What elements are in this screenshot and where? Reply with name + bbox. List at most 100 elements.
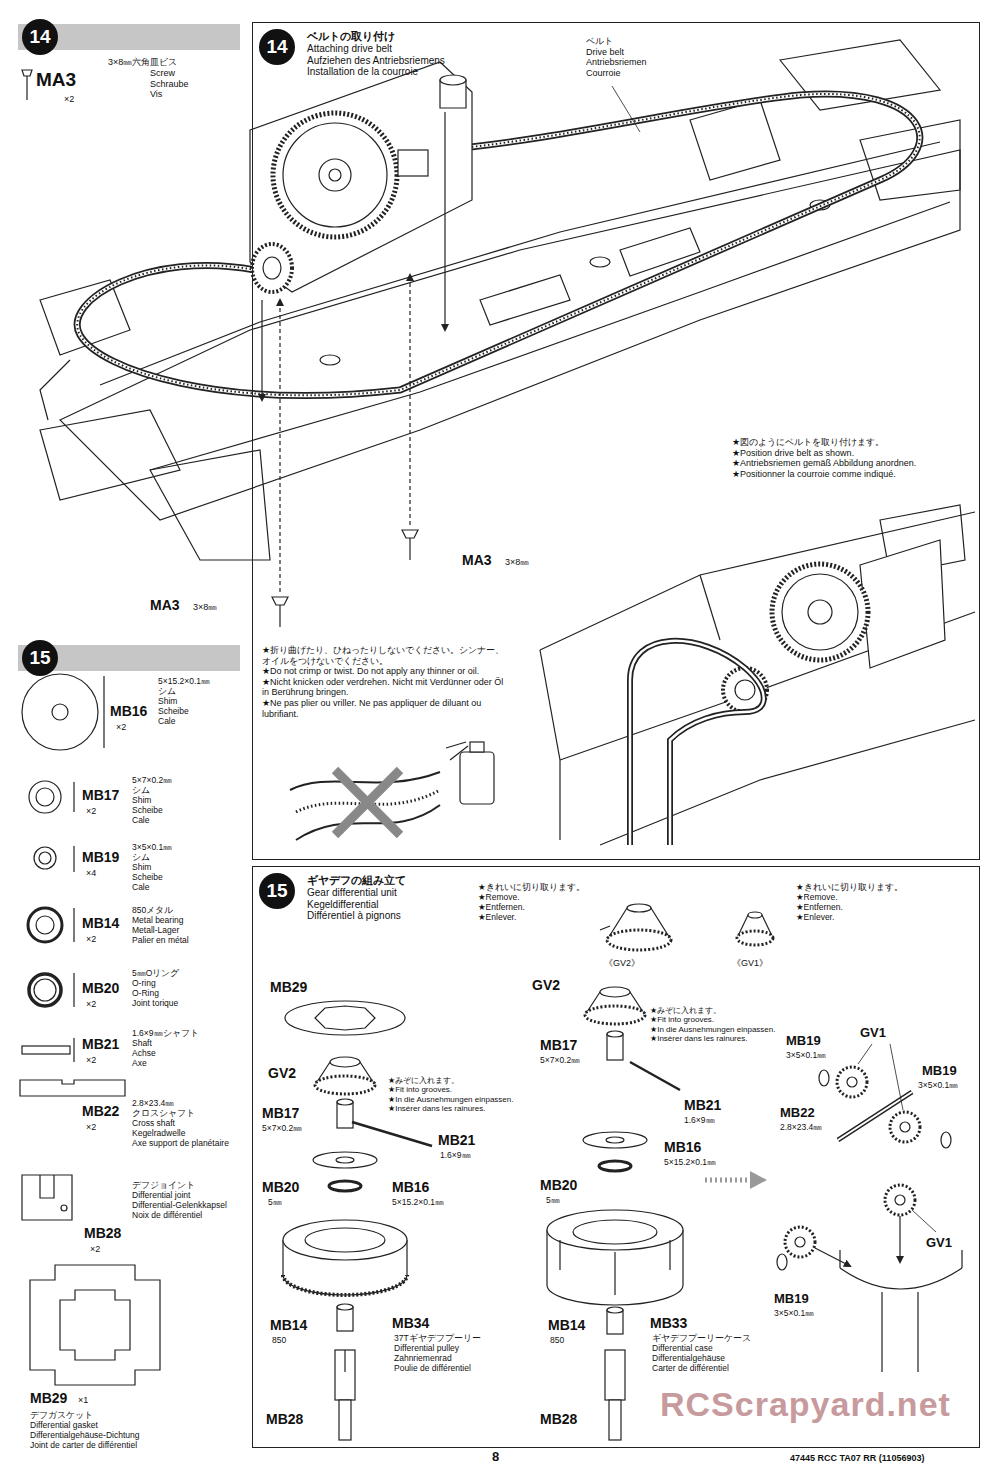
parts-icons-part <box>73 973 74 1007</box>
gearbox-drawing-part <box>398 150 428 176</box>
warning-icon-part <box>460 752 494 804</box>
closeup-drawing-part <box>700 575 720 640</box>
annotation-text: ★きれいに切り取ります。 <box>478 882 585 892</box>
assembly-arrows-part <box>261 300 262 400</box>
closeup-drawing-part <box>808 600 832 624</box>
step-number: 15 <box>22 640 58 676</box>
assembly-arrows-part <box>279 300 280 592</box>
closeup-drawing-part <box>630 641 764 845</box>
label-group: ×2 <box>90 1244 120 1255</box>
annotation-text: Joint torique <box>132 998 178 1008</box>
closeup-drawing-part <box>540 650 560 760</box>
annotation-text: 5×15.2×0.1㎜ <box>664 1157 716 1167</box>
annotation-text: 5×15.2×0.1㎜ <box>392 1197 444 1207</box>
annotation-text: ★Position drive belt as shown. <box>732 448 854 459</box>
drive-belt <box>77 86 920 395</box>
annotation-text: Scheibe <box>132 805 163 815</box>
annotation-text: 850 <box>272 1335 286 1345</box>
annotation-text: 《GV1》 <box>732 958 768 969</box>
gearbox-drawing-part <box>252 244 292 292</box>
part-code: MB17 <box>82 788 119 803</box>
annotation-text: 1.6×9㎜ <box>684 1115 715 1125</box>
diff-pulley-assembly-part <box>305 1228 385 1252</box>
chassis-drawing-part <box>620 228 700 276</box>
diff-pulley-assembly-part <box>337 1102 353 1128</box>
annotation-text: Differential joint <box>132 1190 190 1200</box>
screw-symbol-part <box>26 76 27 100</box>
planet-gear-assembly-part <box>890 1044 903 1110</box>
watermark: RCScrapyard.net <box>660 1384 951 1424</box>
label-group: デフジョイントDifferential jointDifferential-Ge… <box>132 1180 240 1220</box>
annotation-text: ×2 <box>64 94 74 105</box>
diff-case-assembly-part <box>607 1307 623 1313</box>
diff-pulley-assembly-part <box>315 1076 375 1094</box>
gear-runner-drawing-part <box>600 926 610 930</box>
annotation-text: ★Nicht knicken oder verdrehen. Nicht mit… <box>262 677 512 698</box>
diff-pulley-assembly <box>283 1001 432 1440</box>
label-group: ★きれいに切り取ります。★Remove.★Entfernen.★Enlever. <box>478 882 598 922</box>
step-number: 15 <box>259 873 295 909</box>
annotation-text: Schraube <box>150 79 189 90</box>
annotation-text: Noix de différentiel <box>132 1210 202 1220</box>
planet-gear-assembly-part <box>912 1210 936 1232</box>
label-group: MB16 <box>110 704 160 719</box>
annotation-text: ×4 <box>86 868 96 879</box>
annotation-text: Scheibe <box>158 706 189 716</box>
part-code: MB19 <box>82 850 119 865</box>
gear-runner-drawing-part <box>748 912 762 918</box>
part-code: GV2 <box>268 1066 296 1081</box>
annotation-text: 850 <box>550 1335 564 1345</box>
diff-case-assembly-part <box>630 1062 680 1090</box>
planet-gear-assembly <box>777 1044 962 1372</box>
annotation-text: 5㎜ <box>268 1197 282 1207</box>
annotation-text: 5×7×0.2㎜ <box>540 1055 580 1065</box>
closeup-drawing-part <box>772 564 868 660</box>
annotation-text: Cross shaft <box>132 1118 175 1128</box>
annotation-text: 3×5×0.1㎜ <box>918 1080 958 1090</box>
annotation-text: Vis <box>150 89 162 100</box>
label-group: 5㎜ <box>268 1197 308 1207</box>
annotation-text: O-Ring <box>132 988 159 998</box>
planet-gear-assembly-part <box>899 1216 900 1262</box>
planet-gear-assembly-part <box>890 1112 920 1142</box>
annotation-text: 3×5×0.1㎜ <box>132 842 172 852</box>
annotation-text: ★Entfernen. <box>478 902 525 912</box>
parts-icons-part <box>61 1205 67 1211</box>
heading-text: ギヤデフの組み立て <box>307 874 406 887</box>
chassis-drawing-part <box>320 355 340 365</box>
annotation-text: Shaft <box>132 1038 152 1048</box>
diff-case-assembly-part <box>585 1006 645 1024</box>
label-group: MB19 <box>82 850 132 865</box>
assembly-arrows-part <box>444 112 445 330</box>
part-code: GV2 <box>532 978 560 993</box>
part-code: MB28 <box>266 1412 303 1427</box>
label-group: 850 <box>272 1335 312 1345</box>
annotation-text: シム <box>132 852 150 862</box>
label-group: ★みぞに入れます。★Fit into grooves.★In die Ausne… <box>650 1006 780 1044</box>
heading-text: Attaching drive belt <box>307 43 445 55</box>
parts-icons-part <box>73 782 74 812</box>
annotation-text: ×2 <box>86 806 96 817</box>
chassis-drawing <box>40 40 960 560</box>
screw-symbol-part <box>409 538 410 560</box>
diff-case-assembly-part <box>609 1400 621 1440</box>
drive-belt-part <box>612 86 640 132</box>
label-group: ×4 <box>86 868 116 879</box>
label-group: MB19 <box>774 1292 834 1306</box>
label-group: 5×7×0.2㎜シムShimScheibeCale <box>132 775 240 825</box>
diff-pulley-assembly-part <box>329 1181 361 1191</box>
annotation-text: Achse <box>132 1048 156 1058</box>
annotation-text: Differential pulley <box>394 1343 459 1353</box>
diff-pulley-assembly-part <box>352 1122 432 1146</box>
annotation-text: ★Antriebsriemen gemäß Abbildung anordnen… <box>732 458 916 469</box>
label-group: デフガスケットDifferential gasketDifferentialge… <box>30 1410 240 1450</box>
label-group: MB17 <box>82 788 132 803</box>
label-group: MA3 <box>36 70 96 91</box>
label-group: MB28 <box>266 1412 326 1427</box>
diff-pulley-assembly-part <box>330 1057 360 1067</box>
annotation-text: 37Tギヤデフプーリー <box>394 1333 481 1343</box>
label-group: 3×5×0.1㎜ <box>918 1080 978 1090</box>
label-group: GV2 <box>268 1066 308 1081</box>
part-code: MB19 <box>774 1292 809 1306</box>
diff-pulley-assembly-part <box>315 1006 375 1030</box>
